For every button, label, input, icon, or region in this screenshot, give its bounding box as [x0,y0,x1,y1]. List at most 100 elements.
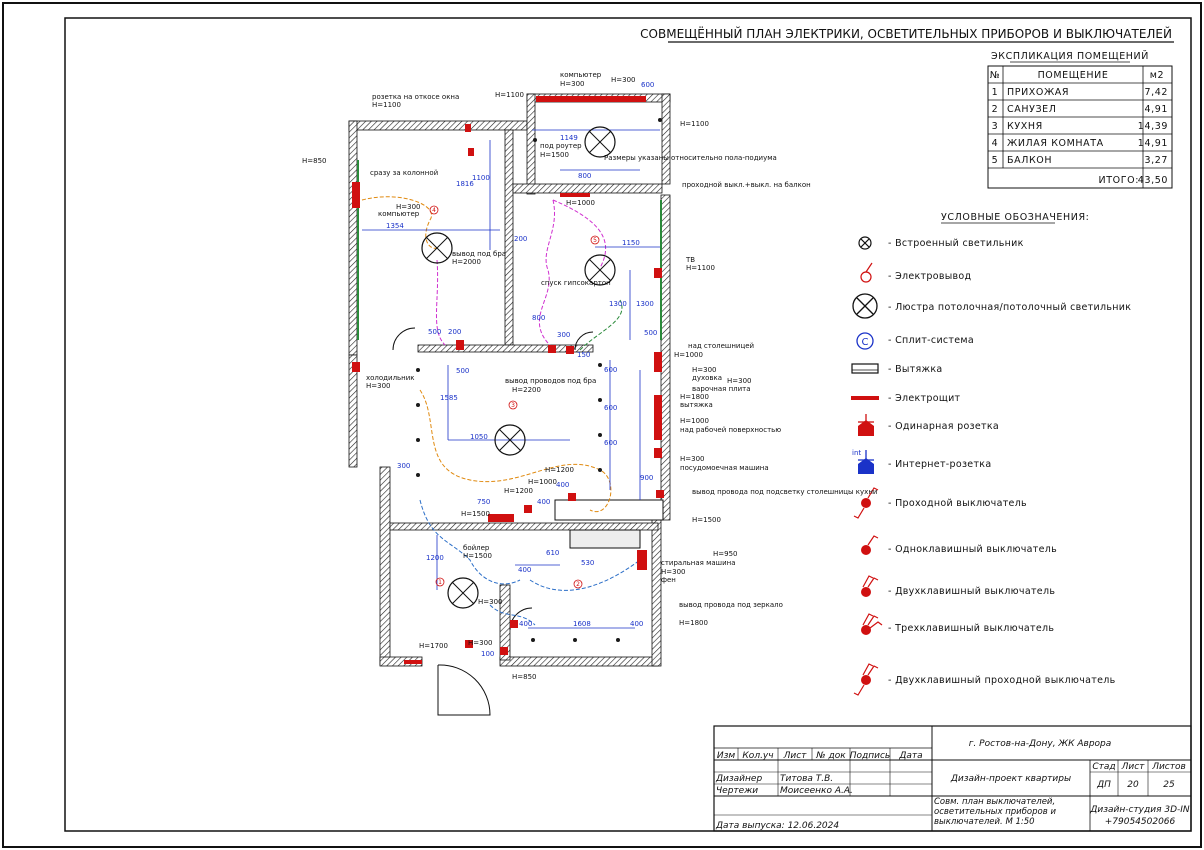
svg-text:Н=300: Н=300 [478,598,503,606]
svg-text:Н=300: Н=300 [680,455,705,463]
legend-label: - Люстра потолочная/потолочный светильни… [888,302,1131,313]
pass-switch-icon [853,487,879,519]
svg-text:Н=300: Н=300 [692,366,717,374]
svg-text:Н=1500: Н=1500 [463,552,492,560]
svg-text:Н=300: Н=300 [727,377,752,385]
svg-text:Н=1200: Н=1200 [504,487,533,495]
studio-phone: +79054502066 [1105,817,1176,827]
svg-text:проходной выкл.+выкл. на балко: проходной выкл.+выкл. на балкон [682,181,811,189]
svg-text:200: 200 [514,235,527,243]
stage-value: 20 [1127,780,1139,790]
svg-text:1149: 1149 [560,134,578,142]
svg-text:600: 600 [604,404,617,412]
svg-text:int: int [852,449,861,457]
svg-text:Н=850: Н=850 [302,157,327,165]
chandelier-icon [852,293,878,319]
chandelier-icon [421,232,453,264]
legend-label: - Встроенный светильник [888,238,1024,249]
legend-title: УСЛОВНЫЕ ОБОЗНАЧЕНИЯ: [941,212,1089,223]
stage-header: Листов [1151,762,1186,772]
svg-text:400: 400 [630,620,643,628]
location: г. Ростов-на-Дону, ЖК Аврора [969,739,1112,749]
col-area: м2 [1150,70,1164,81]
release-date: Дата выпуска: 12.06.2024 [715,821,839,831]
tb-col: Изм [717,751,736,761]
svg-text:Размеры указаны относительно п: Размеры указаны относительно пола-подиум… [604,154,777,162]
svg-text:Н=1000: Н=1000 [566,199,595,207]
svg-text:100: 100 [481,650,494,658]
tb-col: Лист [783,751,808,761]
wall [512,183,663,194]
svg-text:холодильник: холодильник [366,374,415,382]
legend-label: - Проходной выключатель [888,498,1027,509]
row-area: 14,39 [1138,121,1168,132]
legend-label: - Одноклавишный выключатель [888,544,1057,555]
svg-text:Н=2200: Н=2200 [512,386,541,394]
legend-label: - Двухклавишный проходной выключатель [888,675,1116,686]
row-number: 5 [992,155,999,166]
row-room: ПРИХОЖАЯ [1007,87,1069,98]
svg-text:610: 610 [546,549,559,557]
single-socket-icon [352,96,664,664]
svg-text:Н=1000: Н=1000 [674,351,703,359]
plan-dimensions: 600 1149 800 1354 1816 1100 200 1150 130… [386,81,657,658]
svg-text:400: 400 [556,481,569,489]
svg-text:Н=1000: Н=1000 [528,478,557,486]
person: Титова Т.В. [780,774,833,784]
svg-text:Н=1000: Н=1000 [680,417,709,425]
row-room: САНУЗЕЛ [1007,104,1057,115]
svg-text:200: 200 [448,328,461,336]
svg-text:компьютер: компьютер [378,210,420,218]
sheet-name: Совм. план выключателей, осветительных п… [934,797,1056,827]
svg-text:Н=1100: Н=1100 [680,120,709,128]
svg-text:спуск гипсокартон: спуск гипсокартон [541,279,611,287]
annotation: вывод провода под подсветку столешницы к… [692,488,877,496]
svg-text:Н=300: Н=300 [468,639,493,647]
wall [417,344,594,353]
svg-text:800: 800 [578,172,591,180]
svg-text:посудомоечная машина: посудомоечная машина [680,464,769,472]
page-title: СОВМЕЩЁННЫЙ ПЛАН ЭЛЕКТРИКИ, ОСВЕТИТЕЛЬНЫ… [640,26,1172,41]
wall [504,129,514,346]
inner-frame [64,17,1192,832]
legend-label: - Интернет-розетка [888,459,991,470]
svg-text:750: 750 [477,498,490,506]
svg-text:Н=300: Н=300 [396,203,421,211]
role: Дизайнер [715,774,762,784]
svg-text:стиральная машина: стиральная машина [661,559,736,567]
svg-text:3: 3 [511,402,515,409]
svg-text:Н=950: Н=950 [713,550,738,558]
svg-text:Н=1500: Н=1500 [540,151,569,159]
row-number: 3 [992,121,999,132]
svg-text:1050: 1050 [470,433,488,441]
svg-text:1816: 1816 [456,180,474,188]
row-room: БАЛКОН [1007,155,1052,166]
svg-text:400: 400 [519,620,532,628]
svg-text:розетка на откосе окна: розетка на откосе окна [372,93,459,101]
svg-text:Н=1500: Н=1500 [461,510,490,518]
svg-text:300: 300 [557,331,570,339]
title-block: г. Ростов-на-Дону, ЖК Аврора Изм Кол.уч … [713,725,1192,832]
svg-text:под роутер: под роутер [540,142,582,150]
svg-text:400: 400 [537,498,550,506]
row-room: ЖИЛАЯ КОМНАТА [1007,138,1104,149]
room-number: 4 [429,205,439,215]
stage-value: ДП [1096,780,1111,790]
split-system-icon: C [856,332,874,350]
legend-label: - Сплит-система [888,335,974,346]
svg-text:4: 4 [432,207,436,214]
svg-text:500: 500 [644,329,657,337]
svg-text:ТВ: ТВ [685,256,695,264]
svg-text:компьютер: компьютер [560,71,602,79]
svg-text:C: C [862,337,869,348]
svg-text:Н=850: Н=850 [512,673,537,681]
stage-header: Стад [1092,762,1115,772]
tb-col: Кол.уч [742,751,773,761]
svg-text:800: 800 [532,314,545,322]
electric-outlet-point-icon [860,262,873,283]
two-key-switch-icon [861,575,879,597]
svg-text:Н=1700: Н=1700 [419,642,448,650]
svg-text:сразу за колонной: сразу за колонной [370,169,438,177]
project-name: Дизайн-проект квартиры [950,774,1071,784]
